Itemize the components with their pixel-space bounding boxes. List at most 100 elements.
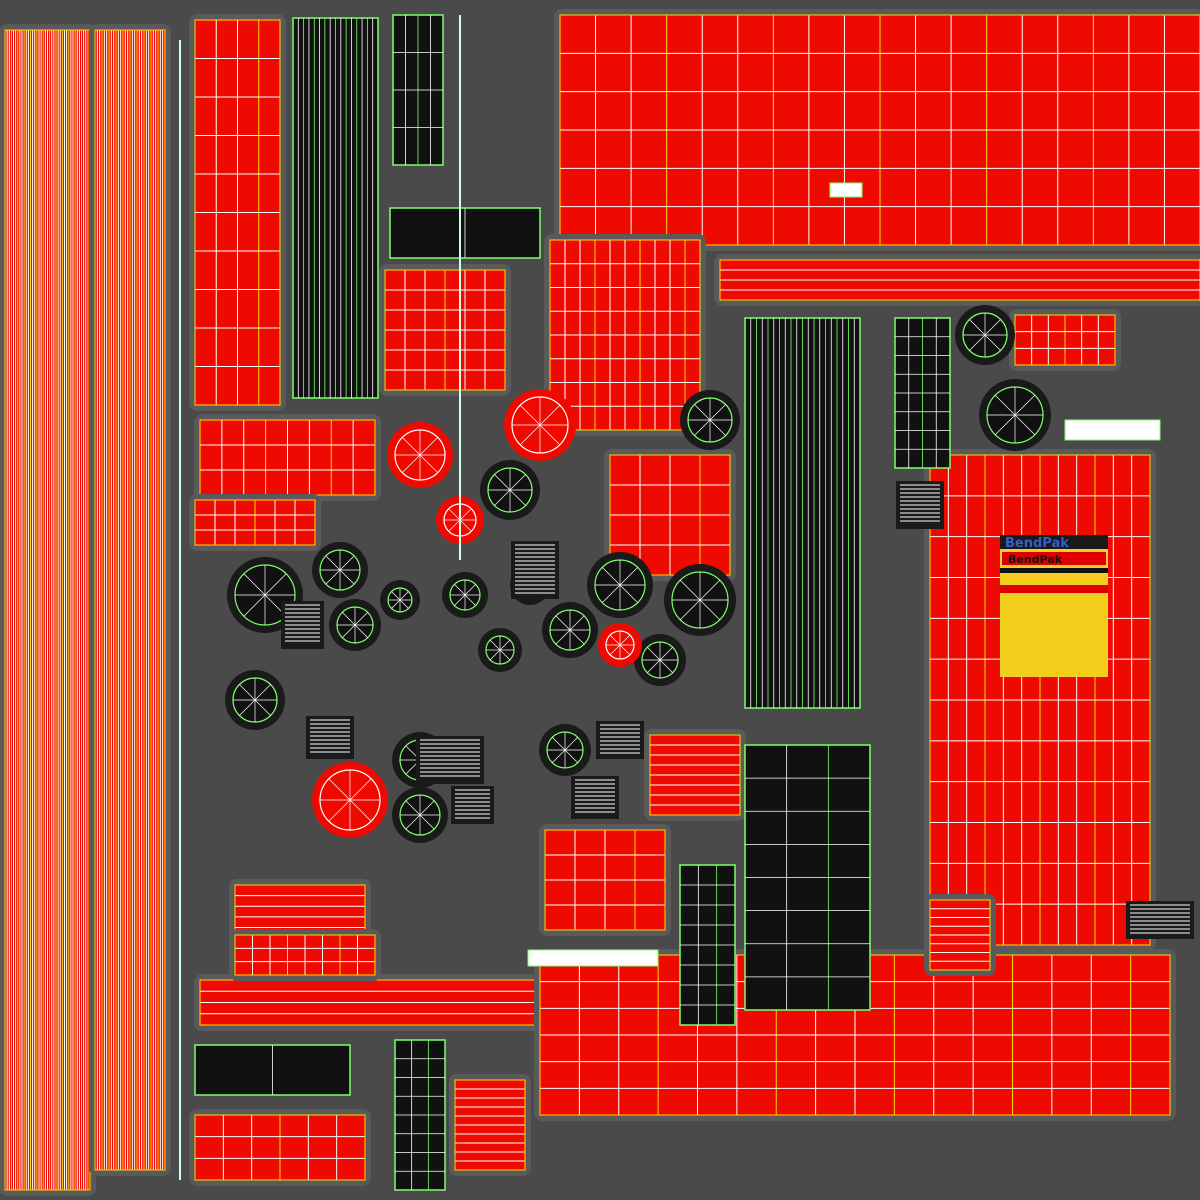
white-bar: [527, 949, 659, 967]
wire-line: [402, 454, 421, 473]
wire-line: [264, 573, 287, 596]
wire-line: [994, 414, 1016, 436]
wire-line: [448, 508, 461, 521]
wire-line: [602, 584, 621, 603]
wire-line: [619, 644, 631, 656]
wire-line: [539, 424, 561, 446]
wire-line: [419, 800, 435, 816]
wire-line: [1014, 394, 1036, 416]
wire-line: [647, 647, 661, 661]
wire-line: [539, 404, 561, 426]
wire-line: [454, 594, 466, 606]
wire-line: [354, 612, 368, 626]
wire-line: [349, 778, 372, 801]
wire-line: [239, 684, 256, 701]
wire-line: [555, 629, 571, 645]
wire-line: [619, 567, 638, 586]
wire-line: [391, 591, 401, 601]
wire-line: [354, 624, 368, 638]
island-outline: [94, 29, 166, 1171]
label-sub-bar: [1002, 552, 1106, 565]
wire-line: [342, 612, 356, 626]
strip-margin: [306, 716, 354, 759]
wire-line: [709, 419, 726, 436]
wire-line: [448, 519, 461, 532]
wire-line: [609, 634, 621, 646]
wire-line: [564, 749, 578, 763]
island-outline: [1014, 314, 1116, 366]
wire-line: [454, 584, 466, 596]
wire-line: [342, 624, 356, 638]
island-outline: [929, 454, 1151, 946]
wire-line: [494, 474, 511, 491]
wire-line: [339, 569, 355, 585]
strip-margin: [571, 776, 619, 819]
bendpak-label: BendPak BendPak: [1000, 535, 1108, 677]
wire-line: [699, 579, 721, 601]
wire-line: [399, 599, 409, 609]
wire-line: [325, 569, 341, 585]
wire-line: [391, 599, 401, 609]
wire-line: [459, 508, 472, 521]
wire-line: [679, 579, 701, 601]
island-outline: [719, 259, 1200, 301]
wire-line: [328, 799, 351, 822]
wire-line: [709, 404, 726, 421]
wire-line: [659, 647, 673, 661]
wire-line: [419, 437, 438, 456]
wire-line: [694, 419, 711, 436]
label-stripe-red: [1000, 585, 1108, 593]
wire-line: [699, 599, 721, 621]
wire-line: [969, 319, 986, 336]
wire-line: [254, 684, 271, 701]
uv-islands: [0, 9, 1200, 1196]
wire-line: [519, 404, 541, 426]
wire-line: [969, 334, 986, 351]
strip-margin: [511, 541, 559, 599]
island-outline: [454, 1079, 526, 1171]
wire-line: [602, 567, 621, 586]
wire-line: [494, 489, 511, 506]
wire-line: [984, 334, 1001, 351]
label-logo-bar: [1000, 535, 1108, 549]
wire-line: [564, 737, 578, 751]
wire-line: [499, 649, 511, 661]
island-outline: [549, 239, 701, 431]
wire-line: [489, 649, 501, 661]
wire-line: [243, 594, 266, 617]
wire-line: [984, 319, 1001, 336]
wire-line: [694, 404, 711, 421]
wire-line: [349, 799, 372, 822]
wire-line: [243, 573, 266, 596]
wire-line: [419, 454, 438, 473]
wire-line: [325, 555, 341, 571]
island-outline: [609, 454, 731, 576]
label-stripe: [1000, 568, 1108, 573]
white-bar: [1064, 419, 1161, 441]
wire-line: [552, 749, 566, 763]
wire-line: [994, 394, 1016, 416]
wire-line: [489, 639, 501, 651]
wire-line: [619, 584, 638, 603]
bendpak-logo: BendPak: [1005, 536, 1069, 551]
bendpak-sub-logo: BendPak: [1008, 553, 1063, 566]
wire-line: [1014, 414, 1036, 436]
island-outline: [559, 14, 1200, 246]
wire-line: [405, 800, 421, 816]
wire-line: [254, 699, 271, 716]
island-outline: [194, 1114, 366, 1181]
wire-line: [552, 737, 566, 751]
wire-line: [419, 814, 435, 830]
wire-line: [569, 629, 585, 645]
island-outline: [649, 734, 741, 816]
wire-line: [679, 599, 701, 621]
island-outline: [234, 934, 376, 976]
island-outline: [194, 499, 316, 546]
wire-line: [459, 519, 472, 532]
wire-line: [405, 814, 421, 830]
wire-line: [402, 437, 421, 456]
wire-line: [519, 424, 541, 446]
wire-line: [647, 659, 661, 673]
wire-line: [555, 615, 571, 631]
